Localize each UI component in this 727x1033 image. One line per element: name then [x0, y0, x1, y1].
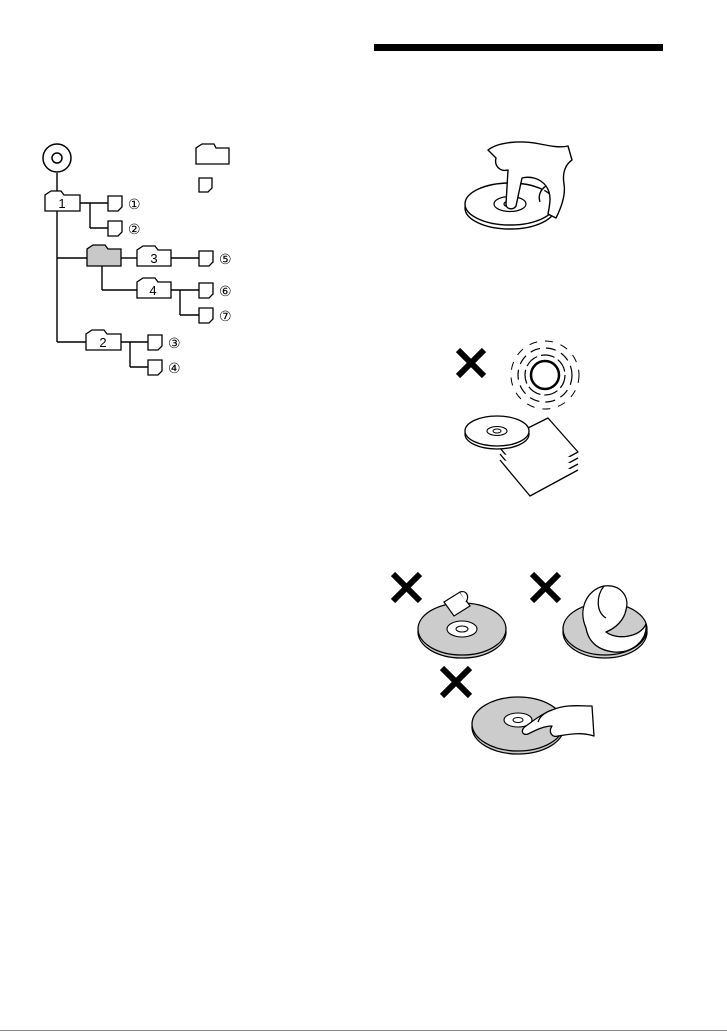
no-film-illustration: [532, 574, 647, 658]
folder-3-icon: 3: [137, 246, 171, 266]
section-heading-rule: [374, 44, 663, 51]
disc-handling-illustrations: [360, 120, 700, 780]
sun-icon: [511, 341, 579, 409]
x-mark-icon: [442, 668, 470, 696]
x-mark-icon: [532, 574, 559, 601]
selected-folder-icon: [87, 245, 121, 266]
track-marker: ④: [168, 360, 181, 376]
file-icon: [199, 283, 213, 298]
legend-file-icon: [199, 178, 212, 192]
file-icon: [148, 335, 162, 350]
folder-2-label: 2: [99, 335, 106, 350]
no-sticker-illustration: [393, 574, 506, 658]
folder-tree-diagram: 1 3 4 2: [0, 0, 360, 400]
file-icon: [199, 308, 213, 323]
track-marker: ①: [128, 196, 141, 212]
file-icon: [108, 196, 122, 211]
legend-folder-icon: [196, 144, 229, 164]
folder-3-label: 3: [150, 251, 157, 266]
file-icon: [199, 251, 213, 266]
x-mark-icon: [458, 350, 484, 376]
page-bottom-line: [0, 1030, 727, 1031]
track-marker: ⑤: [219, 251, 232, 267]
folder-4-label: 4: [149, 283, 156, 298]
disc-icon: [43, 144, 71, 172]
folder-4-icon: 4: [137, 278, 171, 298]
folder-2-icon: 2: [86, 330, 121, 350]
track-marker: ⑦: [219, 308, 232, 324]
track-marker: ⑥: [219, 283, 232, 299]
folder-1-label: 1: [58, 196, 65, 211]
track-marker: ③: [168, 335, 181, 351]
track-marker: ②: [128, 221, 141, 237]
disc-icon: [465, 416, 529, 449]
holding-disc-illustration: [465, 142, 572, 229]
folder-1-icon: 1: [45, 191, 80, 211]
file-icon: [108, 221, 122, 236]
file-icon: [148, 360, 162, 375]
no-writing-illustration: [442, 668, 594, 754]
heat-warning-illustration: [458, 341, 579, 496]
x-mark-icon: [393, 574, 420, 601]
